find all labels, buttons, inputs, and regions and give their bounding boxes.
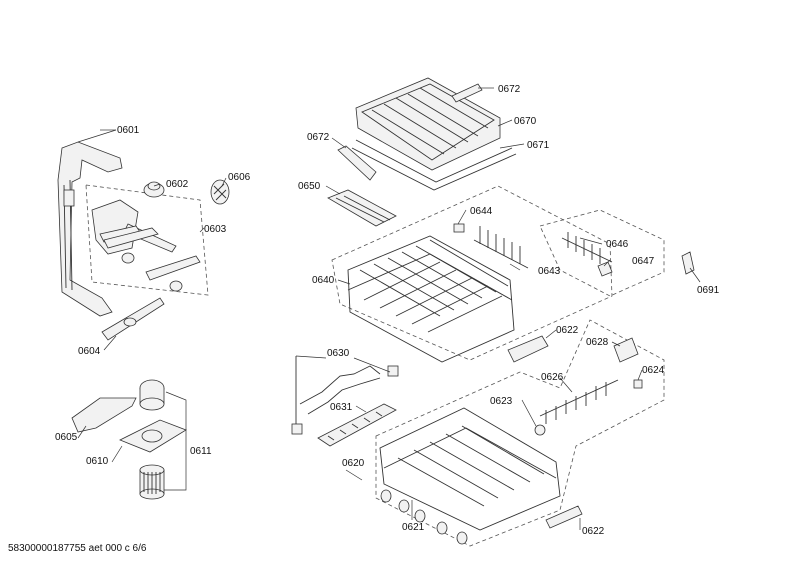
label-0621: 0621 — [402, 522, 425, 533]
tine-rack-0630 — [291, 356, 399, 435]
label-0631: 0631 — [330, 402, 353, 413]
tine-row-0646 — [561, 232, 613, 264]
roller-0623 — [534, 424, 546, 436]
tray-holder-0672-left — [337, 145, 377, 181]
group-box-0646 — [539, 209, 665, 297]
label-0672-right: 0672 — [498, 84, 521, 95]
upper-basket-0640 — [347, 235, 515, 363]
tine-strip-0631 — [317, 403, 397, 447]
lower-basket-0620 — [379, 407, 561, 531]
label-0622-lower: 0622 — [582, 526, 605, 537]
label-0646: 0646 — [606, 239, 629, 250]
label-0623: 0623 — [490, 396, 513, 407]
tray-holder-0672-right — [451, 83, 483, 103]
spray-arm-blades — [103, 227, 201, 292]
cup-shelf-0650 — [327, 189, 397, 227]
label-0643: 0643 — [538, 266, 561, 277]
label-0610: 0610 — [86, 456, 109, 467]
label-0604: 0604 — [78, 346, 101, 357]
part-labels: 0601 0602 0606 0603 0604 0605 0610 0611 … — [55, 84, 720, 537]
lower-spray-arm-0604 — [101, 297, 165, 341]
micro-filter-0610 — [119, 419, 187, 453]
cutlery-rack-0626 — [539, 379, 619, 424]
label-0644: 0644 — [470, 206, 493, 217]
sump-cover-0605 — [71, 397, 137, 433]
label-0630: 0630 — [327, 348, 350, 359]
spray-arm-supply-pipe — [57, 141, 123, 317]
clip-0644 — [453, 223, 465, 233]
wheels-0621 — [380, 489, 468, 545]
label-0601: 0601 — [117, 125, 140, 136]
handle-0622-upper — [507, 335, 549, 363]
label-0624: 0624 — [642, 365, 665, 376]
group-box-0603 — [85, 184, 209, 296]
cutlery-tray-0670 — [355, 77, 501, 171]
label-0620: 0620 — [342, 458, 365, 469]
hook-0691 — [681, 251, 695, 275]
label-0611: 0611 — [190, 446, 212, 457]
tray-rail-0671 — [351, 139, 517, 191]
label-0606: 0606 — [228, 172, 251, 183]
document-id: 58300000187755 aet 000 c 6/6 — [8, 543, 147, 554]
label-0672-left: 0672 — [307, 132, 330, 143]
label-0671: 0671 — [527, 140, 550, 151]
leader-lines — [77, 87, 701, 530]
label-0626: 0626 — [541, 372, 564, 383]
fine-filter-0611 — [139, 379, 165, 411]
bracket-0647 — [597, 261, 613, 277]
nozzle-0602 — [143, 181, 165, 198]
label-0647: 0647 — [632, 256, 655, 267]
group-box-upper-basket — [331, 185, 613, 361]
clip-0624 — [633, 379, 643, 389]
spray-arm-hub — [91, 199, 177, 255]
label-0650: 0650 — [298, 181, 321, 192]
filter-disc-0606 — [210, 179, 230, 205]
label-0605: 0605 — [55, 432, 78, 443]
label-0628: 0628 — [586, 337, 609, 348]
label-0670: 0670 — [514, 116, 537, 127]
label-0602: 0602 — [166, 179, 189, 190]
handle-0622-lower — [545, 505, 583, 529]
label-0622-upper: 0622 — [556, 325, 579, 336]
label-0640: 0640 — [312, 275, 335, 286]
bracket-0628 — [613, 337, 639, 363]
coarse-filter-cylinder — [139, 464, 165, 500]
label-0691: 0691 — [697, 285, 720, 296]
tine-row-0643 — [473, 226, 529, 269]
label-0603: 0603 — [204, 224, 227, 235]
